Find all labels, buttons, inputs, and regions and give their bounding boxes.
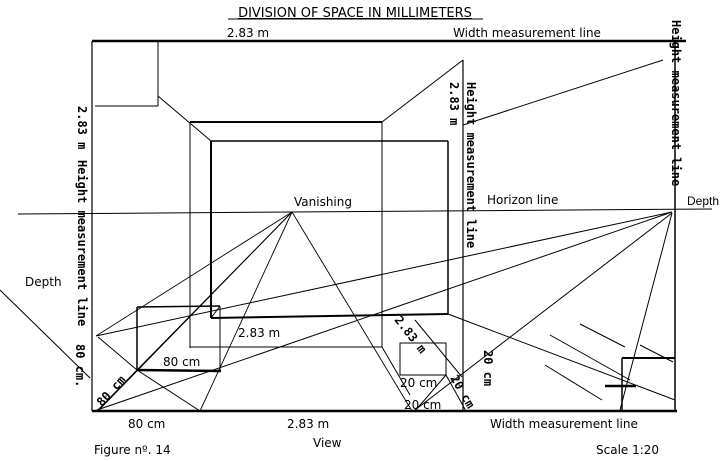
bottom-20cm-label: 20 cm	[404, 398, 441, 412]
right-height-line-label: Height measurement line	[669, 20, 683, 186]
box-20cm-label: 20 cm	[400, 376, 437, 390]
bottom-80cm-label: 80 cm	[128, 417, 165, 431]
depth-right-label: Depth	[687, 194, 719, 208]
diag-20cm-label: 20 cm	[447, 373, 477, 411]
vert-20cm-label: 20 cm	[481, 350, 495, 386]
left-80cm-vertical-label: 80 cm.	[73, 344, 87, 387]
back-wall	[189, 121, 449, 348]
diag-283-label: 2.83 m	[392, 313, 430, 356]
horizon-line	[17, 208, 713, 215]
diag-80cm-label: 80 cm	[94, 373, 129, 409]
mid-height-line-label: Height measurement line	[464, 82, 478, 248]
vanishing-label: Vanishing	[294, 195, 352, 209]
frame-lines	[91, 39, 686, 413]
box-80cm-label: 80 cm	[163, 355, 200, 369]
top-left-square	[95, 41, 664, 142]
top-width-label: 2.83 m	[227, 26, 269, 40]
diagram-title: DIVISION OF SPACE IN MILLIMETERS	[238, 6, 472, 21]
bottom-width-line-label: Width measurement line	[490, 417, 638, 431]
depth-diagonals	[95, 211, 676, 411]
left-height-line-label: Height measurement line	[75, 160, 89, 326]
view-label: View	[313, 436, 342, 450]
bottom-width-label: 2.83 m	[287, 417, 329, 431]
right-small-box	[605, 357, 675, 410]
figure-number: Figure nº. 14	[94, 443, 171, 457]
scale-label: Scale 1:20	[596, 443, 659, 457]
depth-left-label: Depth	[25, 275, 62, 289]
horizon-label: Horizon line	[487, 193, 558, 207]
left-box	[0, 289, 222, 412]
left-height-label: 2.83 m	[75, 106, 89, 149]
dash-marks	[414, 319, 674, 401]
small-box	[399, 342, 467, 412]
vanishing-rays	[95, 211, 413, 412]
top-width-line-label: Width measurement line	[453, 26, 601, 40]
floor-width-label: 2.83 m	[238, 326, 280, 340]
mid-height-label: 2.83 m	[447, 82, 461, 125]
